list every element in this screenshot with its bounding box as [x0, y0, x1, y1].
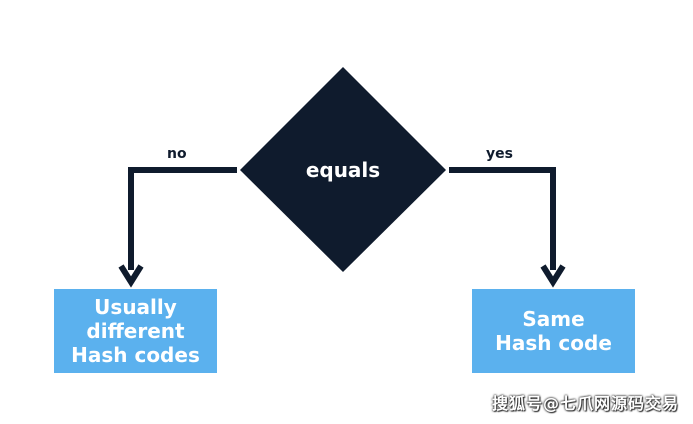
result-box-no: Usually different Hash codes [54, 289, 217, 373]
decision-diamond [240, 67, 446, 272]
decision-label: equals [305, 158, 381, 182]
arrowhead-no [118, 264, 144, 288]
arrowhead-yes [540, 264, 566, 288]
watermark-text: 搜狐号@七爪网源码交易 [491, 394, 679, 413]
connector-no [128, 167, 237, 270]
connector-yes [449, 167, 556, 270]
branch-label-yes: yes [486, 146, 513, 162]
branch-label-no: no [167, 146, 187, 162]
result-box-yes: Same Hash code [472, 289, 635, 373]
